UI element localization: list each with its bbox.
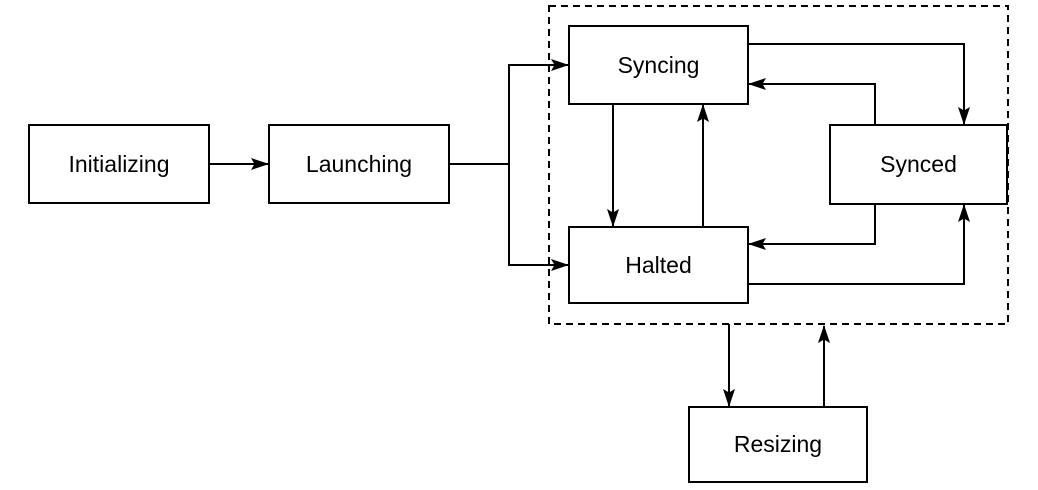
state-node-launching: Launching — [268, 124, 450, 204]
state-node-resizing: Resizing — [688, 406, 868, 483]
edge-synced-syncing — [748, 78, 876, 124]
edge-halted-synced — [749, 204, 970, 285]
state-node-halted: Halted — [568, 226, 749, 304]
state-label-initializing: Initializing — [68, 150, 170, 177]
state-label-launching: Launching — [305, 150, 413, 177]
edge-launching-halted — [508, 164, 569, 271]
state-label-halted: Halted — [625, 251, 692, 278]
edge-launching-syncing — [450, 59, 569, 165]
state-node-initializing: Initializing — [28, 124, 210, 204]
state-node-syncing: Syncing — [568, 25, 749, 105]
group-dashed-border — [548, 5, 1009, 325]
state-label-resizing: Resizing — [733, 431, 823, 457]
state-node-synced: Synced — [829, 124, 1008, 205]
state-label-syncing: Syncing — [617, 51, 700, 78]
edge-syncing-synced — [749, 43, 970, 125]
state-label-synced: Synced — [880, 151, 957, 177]
edge-synced-halted — [748, 205, 876, 250]
